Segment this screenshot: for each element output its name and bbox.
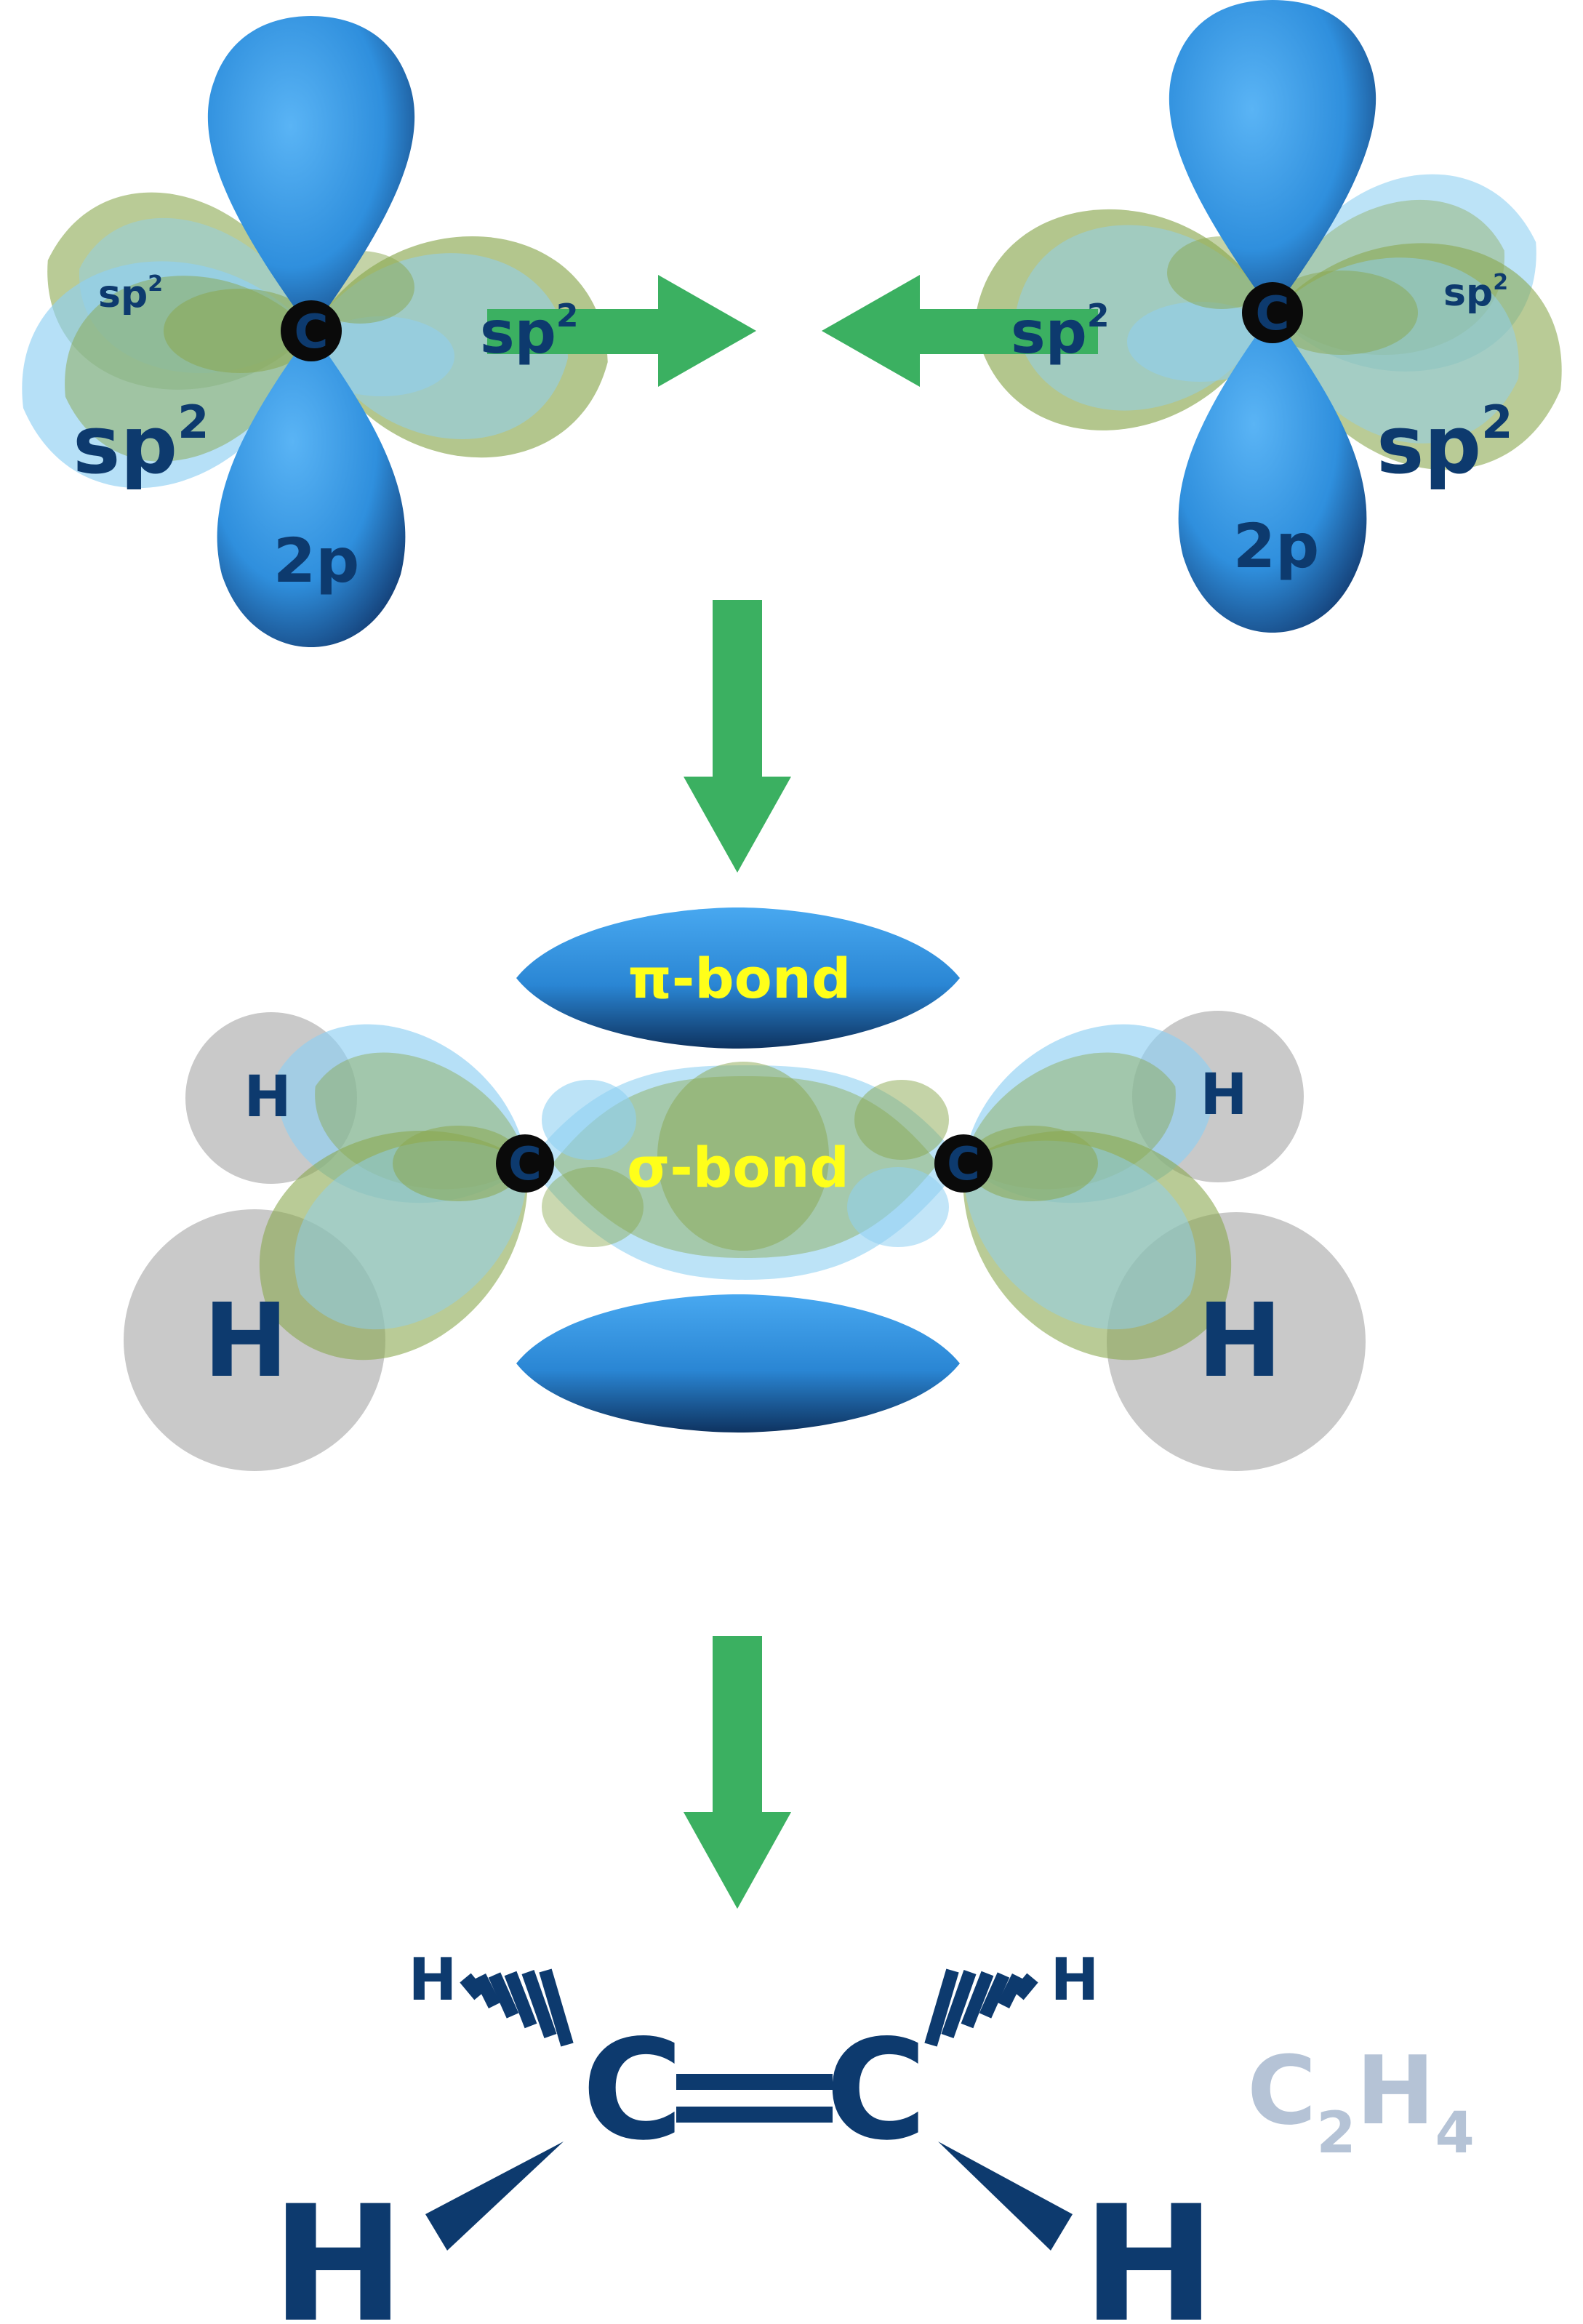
right-sp2-left-label: sp2 [1011, 297, 1110, 366]
arrow-left-icon [822, 275, 1098, 387]
molecular-formula: C2H4 [1247, 2035, 1475, 2166]
right-carbon-nucleus [1242, 282, 1303, 343]
double-bond-line-top [676, 2074, 833, 2090]
left-back-lobe [393, 1126, 524, 1201]
bonded-right-carbon-nucleus [934, 1134, 993, 1193]
right-sp2-small-label: sp2 [1443, 270, 1508, 315]
ethene-structural-formula: C C H H H H [271, 1946, 1216, 2324]
bonded-h-bottom-left: H [203, 1282, 288, 1401]
pi-bond-lobe-bottom [516, 1294, 960, 1433]
left-carbon-orbitals: C sp2 sp2 2p [22, 16, 608, 647]
structure-h-top-right: H [1051, 1946, 1099, 2014]
right-back-lobe [967, 1126, 1098, 1201]
structure-carbon-right: C [825, 2010, 926, 2171]
solid-wedge-bottom-left [425, 2141, 564, 2251]
structure-h-bottom-right: H [1082, 2171, 1216, 2324]
bonded-left-carbon-nucleus [496, 1134, 554, 1193]
sigma-bond-label: σ-bond [627, 1135, 849, 1200]
right-2p-lobe-bottom [1178, 313, 1367, 633]
structure-h-top-left: H [409, 1946, 457, 2014]
left-2p-lobe-bottom [217, 331, 406, 647]
arrow-right-icon [487, 275, 756, 387]
left-2p-label: 2p [273, 525, 360, 596]
right-back-lobe-2 [1127, 302, 1273, 382]
left-sp2-large-label: sp2 [73, 396, 209, 492]
right-back-lobe-1 [1265, 271, 1418, 355]
structure-h-bottom-left: H [271, 2171, 405, 2324]
arrow-down-icon [684, 600, 791, 873]
structure-carbon-left: C [582, 2010, 683, 2171]
double-bond-line-bottom [676, 2107, 833, 2123]
sigma-lobe-right-upper [854, 1080, 949, 1160]
left-sp2-right-label: sp2 [480, 297, 579, 366]
bonded-h-bottom-right: H [1197, 1282, 1282, 1401]
bonded-h-top-right: H [1200, 1062, 1247, 1128]
arrow-down-icon [684, 1636, 791, 1909]
ethene-orbital-model: C C π-bond σ-bond H H H H [124, 907, 1366, 1471]
left-back-lobe-2 [309, 316, 454, 396]
bonded-h-top-left: H [244, 1065, 291, 1130]
bonded-left-carbon-label: C [508, 1137, 542, 1190]
hashed-wedge-top-right [924, 1968, 1038, 2047]
left-carbon-nucleus [281, 300, 342, 361]
left-sp2-small-label: sp2 [98, 271, 163, 316]
sigma-lobe-left-lower [542, 1167, 644, 1247]
left-2p-lobe-top [207, 16, 415, 331]
left-back-lobe-1 [164, 289, 316, 373]
bonded-right-carbon-label: C [947, 1137, 980, 1190]
right-2p-label: 2p [1233, 510, 1320, 582]
right-2p-lobe-top [1169, 0, 1376, 313]
hashed-wedge-top-left [460, 1968, 574, 2047]
pi-bond-label: π-bond [628, 946, 851, 1011]
sigma-lobe-right-lower [847, 1167, 949, 1247]
right-sp2-large-label: sp2 [1376, 396, 1512, 492]
right-carbon-label: C [1256, 287, 1290, 341]
pi-bond-lobe-top [516, 907, 960, 1049]
solid-wedge-bottom-right [938, 2141, 1073, 2251]
right-carbon-orbitals: C sp2 sp2 2p [974, 0, 1562, 633]
left-carbon-label: C [294, 305, 329, 359]
sigma-lobe-left-upper [542, 1080, 636, 1160]
sigma-bond-core [657, 1062, 829, 1251]
